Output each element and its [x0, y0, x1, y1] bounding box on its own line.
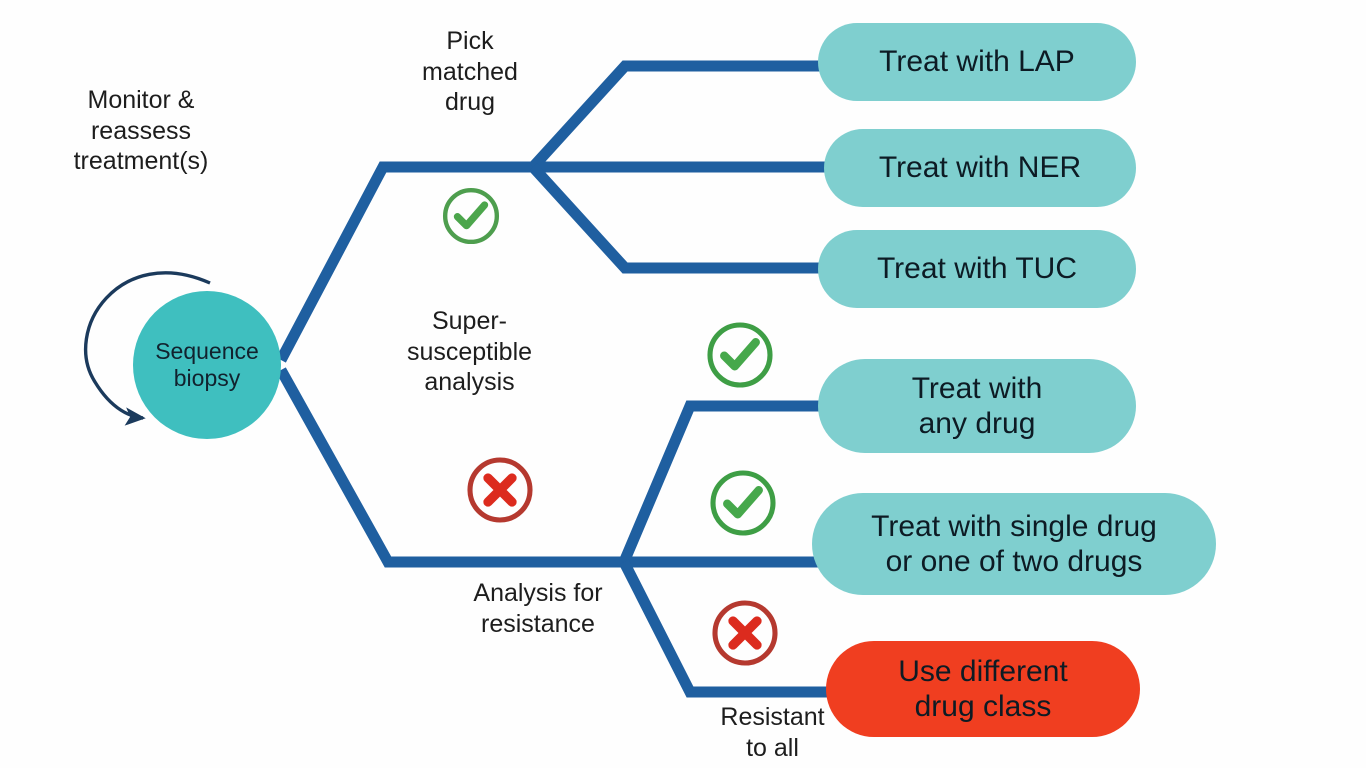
sequence-biopsy-label: Sequence biopsy — [155, 337, 259, 391]
edge-upper-to-tuc — [528, 163, 826, 274]
edge-root-to-lower — [276, 367, 624, 568]
outcome-treat-with-ner[interactable]: Treat with NER — [824, 129, 1136, 207]
outcome-label: Treat with LAP — [879, 45, 1075, 79]
check-circle-icon — [704, 319, 776, 391]
check-circle-icon — [440, 185, 502, 247]
outcome-treat-with-any-drug[interactable]: Treat with any drug — [818, 359, 1136, 453]
outcome-label: Treat with any drug — [911, 371, 1043, 440]
label-monitor-reassess: Monitor & reassess treatment(s) — [73, 86, 209, 175]
outcome-label: Treat with TUC — [876, 252, 1078, 286]
cross-circle-icon — [709, 597, 781, 669]
label-analysis-for-resistance: Analysis for resistance — [473, 579, 603, 638]
edge-lower-to-different — [619, 559, 828, 698]
outcome-treat-with-single-or-two-drugs[interactable]: Treat with single drug or one of two dru… — [812, 493, 1216, 595]
check-circle-icon — [707, 467, 779, 539]
outcome-treat-with-lap[interactable]: Treat with LAP — [818, 23, 1136, 101]
label-super-susceptible-analysis: Super- susceptible analysis — [406, 307, 533, 396]
outcome-label: Use different drug class — [898, 654, 1068, 723]
cross-circle-icon — [464, 454, 536, 526]
outcome-use-different-drug-class[interactable]: Use different drug class — [826, 641, 1140, 737]
outcome-label: Treat with single drug or one of two dru… — [871, 509, 1157, 578]
edge-root-to-upper — [276, 161, 533, 363]
sequence-biopsy-node[interactable]: Sequence biopsy — [133, 291, 281, 439]
label-pick-matched-drug: Pick matched drug — [422, 27, 518, 116]
outcome-treat-with-tuc[interactable]: Treat with TUC — [818, 230, 1136, 308]
edge-lower-to-any — [618, 400, 828, 565]
loop-path — [84, 271, 211, 426]
label-resistant-to-all: Resistant to all — [720, 703, 825, 762]
outcome-label: Treat with NER — [878, 151, 1082, 185]
edge-upper-to-lap — [528, 60, 826, 171]
